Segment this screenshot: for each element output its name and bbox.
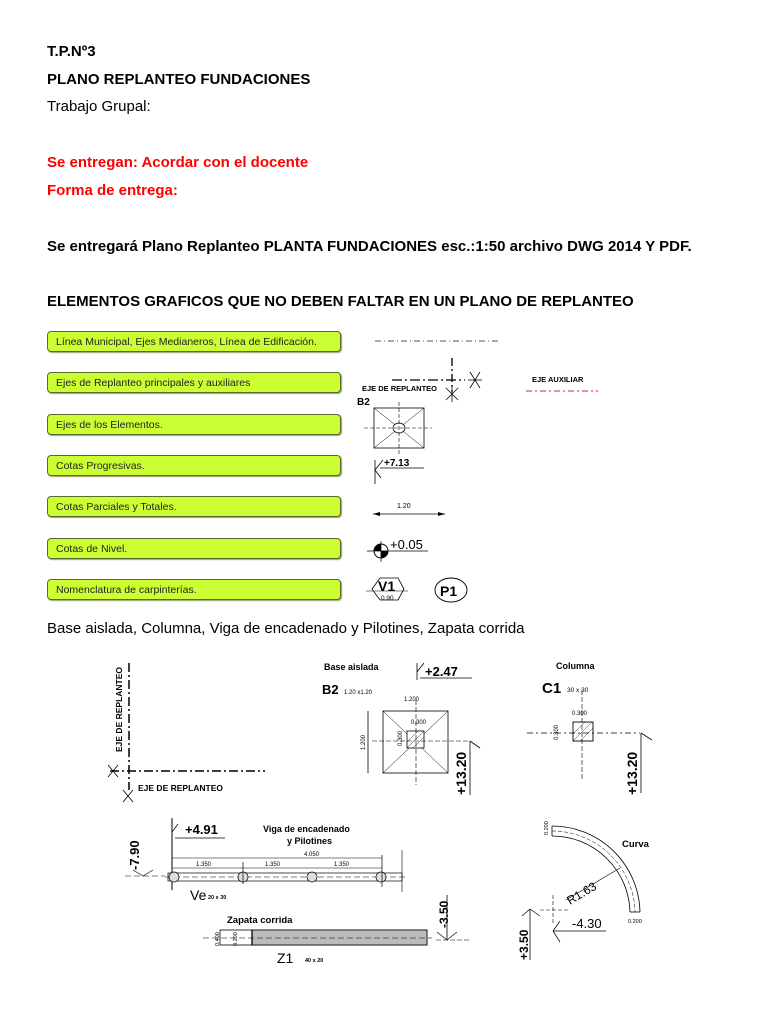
- element-item-cotas-progresivas: Cotas Progresivas.: [47, 455, 341, 476]
- viga-title-2: y Pilotines: [287, 836, 332, 846]
- base-aislada-width-dim: 1.200: [404, 697, 420, 703]
- columna-cota-vertical: +13.20: [624, 752, 640, 795]
- eje-auxiliar-label: EJE AUXILIAR: [532, 375, 584, 384]
- viga-tag: Ve: [190, 887, 207, 903]
- columna-col-h: 0.300: [554, 724, 560, 740]
- curva-radius: R1.63: [564, 879, 599, 908]
- element-item-linea-municipal: Línea Municipal, Ejes Medianeros, Línea …: [47, 331, 341, 352]
- axis-horizontal-label: EJE DE REPLANTEO: [138, 783, 223, 793]
- tp-number: T.P.Nº3: [47, 43, 96, 60]
- curva-end-dim-top: 0.200: [544, 821, 550, 835]
- base-tag: B2: [357, 397, 370, 408]
- viga-span-3: 1.350: [334, 862, 350, 868]
- cota-parcial: 1.20: [397, 503, 411, 510]
- viga-size: 20 x 30: [208, 895, 226, 901]
- page-title: PLANO REPLANTEO FUNDACIONES: [47, 71, 311, 88]
- curva-cota-h: -4.30: [572, 916, 602, 931]
- element-item-cotas-nivel: Cotas de Nivel.: [47, 538, 341, 559]
- base-aislada-size: 1.20 x1.20: [344, 690, 373, 696]
- zapata-title: Zapata corrida: [227, 915, 293, 926]
- viga-total-dim: 4.050: [304, 852, 320, 858]
- columna-title: Columna: [556, 661, 595, 671]
- zapata-dim-outer: 0.400: [215, 932, 221, 946]
- element-item-cotas-parciales: Cotas Parciales y Totales.: [47, 496, 341, 517]
- axis-marker-icon: [107, 764, 134, 803]
- cota-nivel: +0.05: [390, 537, 423, 552]
- axis-vertical-label: EJE DE REPLANTEO: [114, 667, 124, 752]
- carpinteria-v: V1: [378, 578, 395, 594]
- zapata-cota-vertical: -3.50: [437, 900, 451, 928]
- viga-span-1: 1.350: [196, 862, 212, 868]
- forma-entrega-label: Forma de entrega:: [47, 182, 178, 199]
- carpinteria-v-sub: 0.90: [381, 595, 394, 602]
- elements-heading: ELEMENTOS GRAFICOS QUE NO DEBEN FALTAR E…: [47, 293, 634, 310]
- zapata-size: 40 x 20: [305, 958, 323, 964]
- zapata-dim-inner: 0.200: [233, 932, 239, 946]
- level-marker-icon: [367, 541, 428, 562]
- curva-cota-v: +3.50: [517, 929, 531, 960]
- zapata-tag: Z1: [277, 950, 294, 966]
- carpinteria-p: P1: [440, 583, 457, 599]
- symbols-drawing: EJE DE REPLANTEO EJE AUXILIAR B2 +7.13 1…: [357, 340, 598, 603]
- base-aislada-height-dim: 1.200: [361, 734, 367, 750]
- axis-marker-icon: [445, 371, 482, 402]
- cota-progresiva: +7.13: [384, 458, 410, 469]
- door-tag-icon: [434, 577, 468, 603]
- element-item-ejes-elementos: Ejes de los Elementos.: [47, 414, 341, 435]
- curva-end-dim-bottom: 0.200: [628, 919, 642, 925]
- columna-size: 30 x 30: [567, 687, 589, 694]
- viga-cota: +4.91: [185, 822, 218, 837]
- se-entregan-note: Se entregan: Acordar con el docente: [47, 154, 309, 171]
- eje-replanteo-label: EJE DE REPLANTEO: [362, 384, 437, 393]
- element-item-nomenclatura: Nomenclatura de carpinterías.: [47, 579, 341, 600]
- viga-cota-vertical: -7.90: [127, 840, 142, 870]
- viga-span-2: 1.350: [265, 862, 281, 868]
- delivery-description: Se entregará Plano Replanteo PLANTA FUND…: [47, 238, 692, 255]
- examples-heading: Base aislada, Columna, Viga de encadenad…: [47, 620, 525, 637]
- subtitle: Trabajo Grupal:: [47, 98, 151, 115]
- element-item-ejes-replanteo: Ejes de Replanteo principales y auxiliar…: [47, 372, 341, 393]
- base-aislada-col-w: 0.300: [411, 720, 427, 726]
- base-aislada-title: Base aislada: [324, 662, 380, 672]
- base-aislada-col-h: 0.300: [398, 730, 404, 746]
- viga-title-1: Viga de encadenado: [263, 824, 350, 834]
- curva-title: Curva: [622, 839, 650, 850]
- columna-tag: C1: [542, 680, 561, 697]
- base-aislada-cota-vertical: +13.20: [453, 752, 469, 795]
- window-tag-icon: [366, 577, 408, 601]
- columna-col-w: 0.300: [572, 711, 588, 717]
- base-aislada-cota: +2.47: [425, 664, 458, 679]
- base-aislada-tag: B2: [322, 682, 339, 697]
